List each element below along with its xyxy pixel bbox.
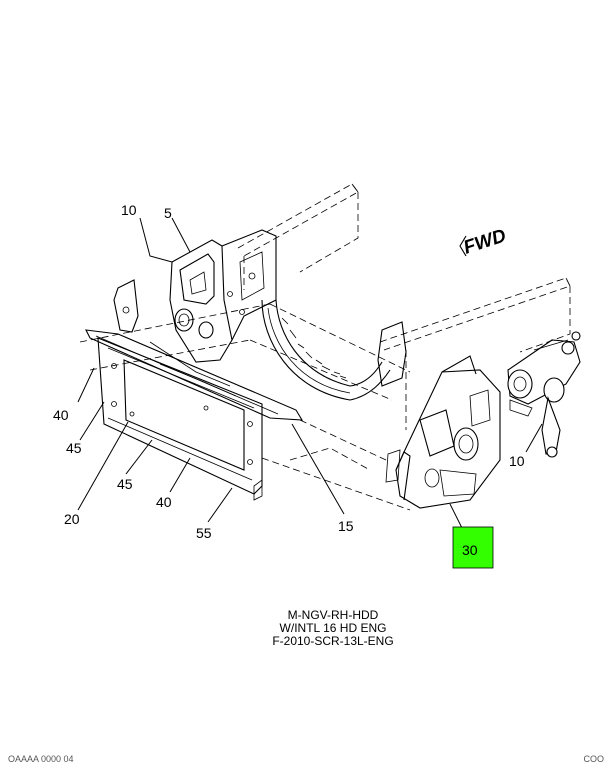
highlight-box — [452, 526, 494, 569]
callout-45-mid: 45 — [117, 476, 133, 492]
callout-10-top: 10 — [121, 202, 137, 218]
caption-line-1: M-NGV-RH-HDD — [287, 608, 379, 622]
front-plate — [97, 337, 263, 501]
diagram-caption: M-NGV-RH-HDD W/INTL 16 HD ENG F-2010-SCR… — [0, 609, 610, 648]
frame-rails — [79, 183, 571, 511]
callout-10-right: 10 — [509, 453, 525, 469]
left-bracket-assembly — [113, 229, 277, 363]
callout-55: 55 — [196, 525, 212, 541]
callout-15: 15 — [338, 518, 354, 534]
callout-45-left: 45 — [66, 440, 82, 456]
caption-line-3: F-2010-SCR-13L-ENG — [272, 634, 394, 648]
leader-lines — [77, 217, 543, 537]
callout-30: 30 — [462, 542, 478, 558]
bumper-angle-bar — [85, 329, 304, 421]
cross-member — [261, 299, 407, 401]
footer-right-code: COO — [583, 754, 604, 764]
callout-5: 5 — [164, 205, 172, 221]
right-bracket-assembly — [385, 355, 501, 509]
caption-line-2: W/INTL 16 HD ENG — [279, 621, 387, 635]
footer-left-code: OAAAA 0000 04 — [8, 754, 74, 764]
highlighted-callout-30[interactable]: 30 — [452, 526, 494, 569]
callout-20: 20 — [64, 511, 80, 527]
steering-gear — [507, 331, 581, 458]
fwd-arrow: FWD — [459, 225, 509, 259]
fwd-label: FWD — [461, 225, 509, 258]
callout-40-mid: 40 — [156, 494, 172, 510]
callout-40-left: 40 — [53, 407, 69, 423]
